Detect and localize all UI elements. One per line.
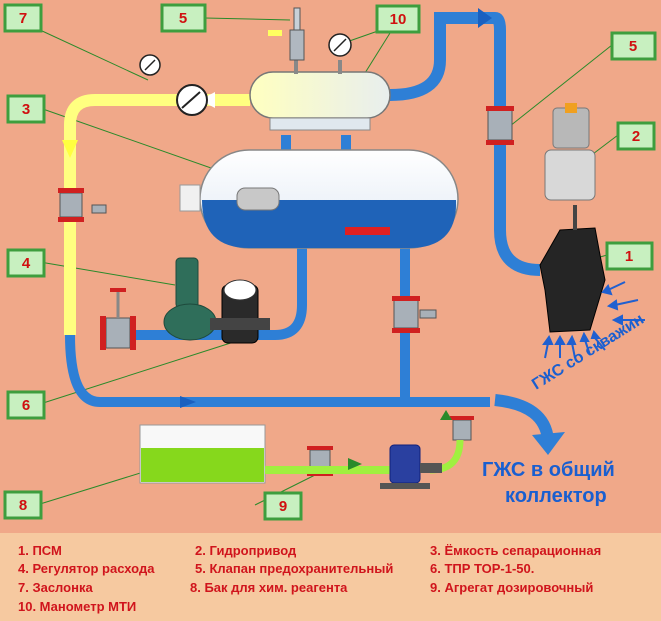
psm-unit [539,205,606,333]
legend-item-6: 6. ТПР ТОР-1-50. [430,561,535,576]
outflow-curved-arrow [494,394,554,441]
legend-item-9: 9. Агрегат дозировочный [430,580,594,595]
svg-text:8: 8 [19,497,27,514]
svg-text:2: 2 [632,128,640,145]
flow-regulator [163,257,217,341]
riser-arrow [478,8,492,28]
callout-6: 6 [6,390,46,420]
legend-item-8: 8. Бак для хим. реагента [190,580,348,595]
pressure-gauge-mti [328,33,352,57]
svg-text:4: 4 [22,255,31,272]
legend-item-2: 2. Гидропривод [195,543,297,558]
legend-item-3: 3. Ёмкость сепарационная [430,543,602,558]
pressure-gauge-small-left [139,54,161,76]
separator-vessel [249,60,391,131]
svg-text:10: 10 [390,11,407,28]
callout-5-right: 5 [610,31,657,61]
legend-item-5: 5. Клапан предохранительный [195,561,394,576]
callout-1: 1 [605,241,654,271]
separation-tank [179,149,459,249]
outflow-label-line2: коллектор [505,485,607,507]
svg-text:3: 3 [22,101,30,118]
outflow-label-line1: ГЖС в общий [482,459,615,481]
collector-arrow [180,396,196,408]
reagent-up-arrow [440,410,452,420]
reagent-flow-arrow [348,458,362,470]
svg-text:6: 6 [22,397,30,414]
callout-5-top: 5 [160,3,207,33]
callout-3: 3 [6,94,46,124]
gas-pipe-yellow [64,94,250,335]
svg-text:7: 7 [19,10,27,27]
inflow-arrows [542,281,645,359]
turbine-flowmeter [210,279,270,344]
svg-text:5: 5 [179,10,187,27]
legend-item-10: 10. Манометр МТИ [18,599,137,614]
gas-down-arrow [62,140,78,158]
callout-2: 2 [616,121,656,151]
legend-item-7: 7. Заслонка [18,580,93,595]
callout-10: 10 [375,4,421,34]
reagent-tank [139,424,266,484]
legend-item-1: 1. ПСМ [18,543,62,558]
legend-item-4: 4. Регулятор расхода [18,561,155,576]
svg-text:9: 9 [279,498,287,515]
outflow-arrow-head [532,432,565,455]
svg-text:1: 1 [625,248,633,265]
svg-text:5: 5 [629,38,637,55]
pressure-gauge-main [176,84,208,116]
hydraulic-drive [544,103,596,201]
callout-9: 9 [263,491,303,521]
callout-8: 8 [3,490,43,520]
legend-panel: 1. ПСМ 2. Гидропривод 3. Ёмкость сепарац… [0,533,661,621]
callout-4: 4 [6,248,46,278]
callout-7: 7 [3,3,43,33]
dosing-unit [380,444,442,489]
safety-valve-top [268,7,305,61]
liquid-pipes [65,12,541,407]
